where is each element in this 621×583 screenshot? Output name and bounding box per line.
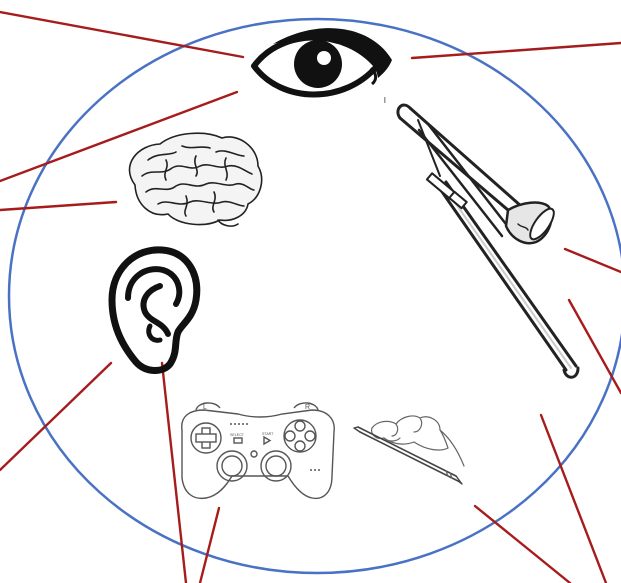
connector-ear-left — [0, 363, 111, 470]
connector-writing-right — [541, 415, 606, 583]
connector-controller-down — [200, 508, 219, 583]
connector-hand-down — [475, 506, 570, 583]
brain-icon — [129, 133, 261, 226]
connector-trombone-lower — [569, 300, 621, 393]
game-controller-icon: L R SELECT START — [182, 403, 335, 498]
connector-eye-left — [0, 12, 243, 57]
eye-icon — [254, 28, 392, 103]
ear-icon — [112, 250, 197, 371]
connector-trombone-upper — [565, 249, 621, 272]
controller-start-label: START — [262, 432, 274, 436]
hand-writing-icon — [354, 416, 464, 484]
connector-brain-lower — [0, 202, 116, 210]
controller-select-label: SELECT — [230, 433, 245, 437]
controller-l-label: L — [203, 404, 207, 411]
connector-eye-right — [412, 43, 621, 58]
controller-r-label: R — [305, 404, 310, 411]
trombone-icon — [398, 105, 578, 377]
